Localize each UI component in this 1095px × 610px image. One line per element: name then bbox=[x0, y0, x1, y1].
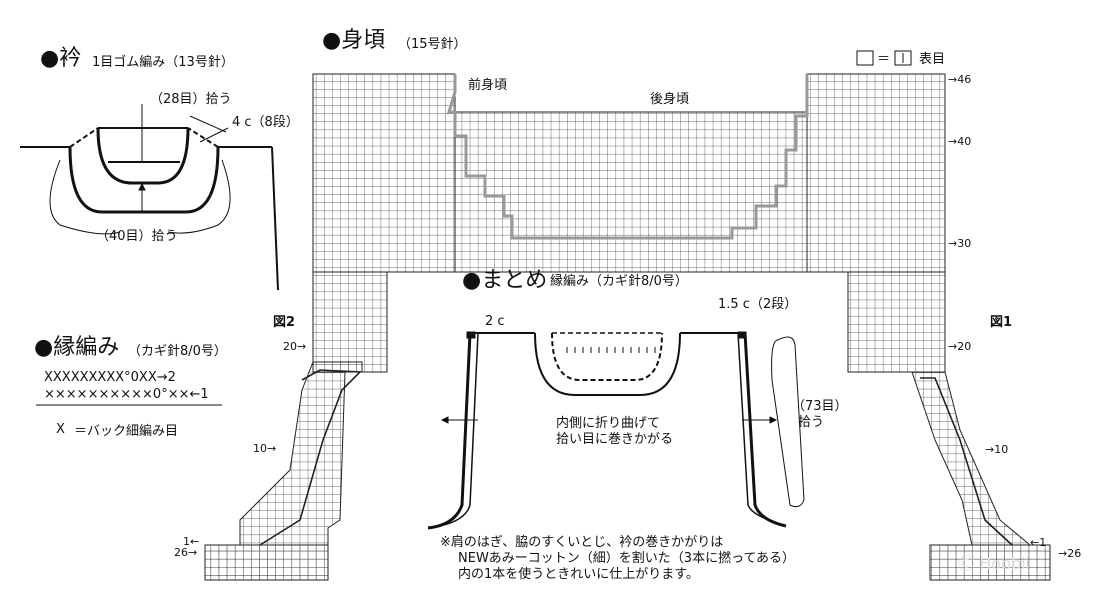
front-neck-line bbox=[446, 74, 809, 240]
row-10-right: →10 bbox=[985, 443, 1009, 456]
fig2-grid bbox=[204, 361, 363, 581]
footnote: ※肩のはぎ、脇のすくいとじ、衿の巻きかがりは NEWあみーコットン（細）を割いた… bbox=[440, 535, 795, 583]
collar-title: ●衿 bbox=[40, 46, 82, 71]
finishing-left-width: 2 c bbox=[485, 314, 505, 329]
edging-subtitle: （カギ針8/0号） bbox=[128, 344, 227, 359]
row-46: →46 bbox=[948, 73, 972, 86]
legend-stitch-box bbox=[894, 50, 912, 66]
fig1-grid bbox=[911, 371, 1051, 581]
row-1-right: ←1 bbox=[1030, 536, 1047, 549]
back-body-label: 後身頃 bbox=[650, 92, 690, 107]
finishing-title: ●まとめ bbox=[462, 268, 548, 293]
edging-row-1: ××××××××××0°××←1 bbox=[44, 387, 209, 402]
footnote-line-1: ※肩のはぎ、脇のすくいとじ、衿の巻きかがりは bbox=[440, 535, 724, 550]
row-10-left: 10→ bbox=[253, 442, 277, 455]
collar-diagram bbox=[20, 104, 279, 291]
finishing-pick-2: 拾う bbox=[798, 415, 825, 430]
edging-row-2: ⅩⅩⅩⅩⅩⅩⅩⅩⅩ°0ⅩⅩ→2 bbox=[44, 370, 176, 385]
legend-equals: ＝ bbox=[877, 52, 891, 67]
edging-symbol-mark: Ⅹ bbox=[56, 422, 65, 437]
finishing-pick-1: （73目） bbox=[792, 399, 848, 414]
body-grid bbox=[312, 73, 946, 373]
edging-symbol-note: ＝バック細編み目 bbox=[74, 424, 179, 439]
legend-label: 表目 bbox=[919, 52, 946, 67]
front-body-label: 前身頃 bbox=[468, 78, 508, 93]
footnote-line-2: NEWあみーコットン（細）を割いた（3本に撚ってある） bbox=[458, 551, 796, 566]
watermark: Ⓒ Hobbii bbox=[958, 554, 1031, 573]
row-40: →40 bbox=[948, 135, 972, 148]
footnote-line-3: 内の1本を使うときれいに仕上がります。 bbox=[458, 567, 699, 582]
row-26-right: →26 bbox=[1058, 547, 1082, 560]
row-30: →30 bbox=[948, 237, 972, 250]
collar-subtitle: 1目ゴム編み（13号針） bbox=[92, 55, 234, 70]
body-subtitle: （15号針） bbox=[398, 37, 467, 52]
row-1-left: 1← bbox=[183, 535, 200, 548]
collar-pick-bottom: （40目）拾う bbox=[96, 229, 178, 244]
finishing-fold-note-2: 拾い目に巻きかがる bbox=[556, 432, 674, 447]
row-20-right: →20 bbox=[948, 340, 972, 353]
legend-empty-box bbox=[856, 50, 874, 66]
edging-title: ●縁編み bbox=[34, 335, 120, 360]
body-title: ●身頃 bbox=[322, 28, 386, 53]
finishing-subtitle: 縁編み（カギ針8/0号） bbox=[550, 274, 688, 289]
row-26-left: 26→ bbox=[174, 546, 198, 559]
row-20-left: 20→ bbox=[283, 340, 307, 353]
figure-1-label: 図1 bbox=[990, 315, 1013, 330]
collar-height: 4 c（8段） bbox=[232, 115, 299, 130]
finishing-right-width: 1.5 c（2段） bbox=[718, 297, 798, 312]
figure-2-label: 図2 bbox=[273, 315, 296, 330]
collar-pick-top: （28目）拾う bbox=[150, 92, 232, 107]
finishing-fold-note-1: 内側に折り曲げて bbox=[556, 416, 661, 431]
finishing-diagram bbox=[427, 331, 805, 530]
